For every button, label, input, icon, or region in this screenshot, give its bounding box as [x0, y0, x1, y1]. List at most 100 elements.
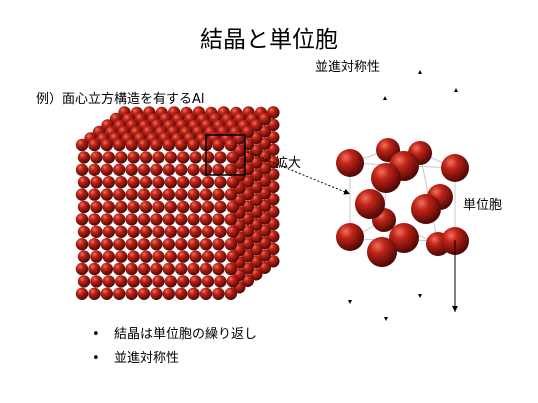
atom [137, 287, 151, 300]
atom [75, 213, 89, 226]
atom [212, 287, 225, 300]
atom [115, 250, 128, 263]
unit-cell-atom [336, 149, 364, 177]
atom [224, 138, 237, 152]
atom [175, 238, 188, 251]
atom [226, 275, 239, 288]
atom [75, 238, 89, 251]
atom [199, 262, 213, 276]
atom [164, 176, 177, 189]
atom [102, 151, 116, 164]
atom [201, 176, 215, 189]
atom [189, 275, 202, 288]
atom [212, 188, 225, 201]
atom [139, 176, 153, 189]
atom [199, 213, 213, 226]
atom [175, 138, 188, 152]
atom [90, 151, 103, 164]
atom [102, 225, 116, 238]
atom [226, 200, 239, 214]
unit-cell-atom [389, 223, 419, 253]
atom [189, 151, 202, 164]
atom [212, 238, 225, 251]
atom [187, 138, 200, 152]
atom [77, 250, 91, 263]
atom [152, 275, 165, 288]
atom [127, 225, 140, 238]
atom [90, 200, 103, 214]
atom [152, 250, 165, 263]
atom [187, 188, 200, 201]
atom [214, 225, 227, 238]
atom [187, 287, 200, 300]
atom [212, 213, 225, 226]
atom [164, 151, 177, 164]
atom [100, 287, 114, 300]
atom [162, 213, 175, 226]
atom [152, 176, 165, 189]
atom [113, 163, 126, 176]
atom [162, 138, 175, 152]
translation-mark [454, 88, 458, 92]
atom [75, 287, 89, 300]
atom [189, 250, 202, 263]
unit-cell-atom [355, 189, 385, 219]
atom [125, 262, 138, 276]
atom [224, 262, 237, 276]
translation-mark [383, 96, 387, 100]
atom [150, 163, 163, 176]
atom [100, 138, 114, 152]
atom [75, 138, 89, 152]
atom [88, 138, 101, 152]
atom [189, 176, 202, 189]
atom [177, 250, 190, 263]
unit-cell-atom [336, 223, 364, 251]
atom [177, 225, 190, 238]
translation-marks [348, 70, 458, 321]
translation-mark [418, 294, 422, 298]
atom [88, 163, 101, 176]
unit-cell-label: 単位胞 [463, 198, 503, 213]
atom [175, 213, 188, 226]
atom [162, 262, 175, 276]
atom [125, 238, 138, 251]
atom [88, 287, 101, 300]
atom [115, 176, 128, 189]
translation-mark [418, 70, 422, 74]
atom [226, 176, 239, 189]
atom [187, 213, 200, 226]
atom [139, 151, 153, 164]
atom [139, 250, 153, 263]
atom [75, 188, 89, 201]
atom [226, 151, 239, 164]
unit-cell-atom [411, 194, 441, 224]
atom [127, 176, 140, 189]
atom [212, 262, 225, 276]
atom [102, 200, 116, 214]
atom [201, 250, 215, 263]
atom [152, 225, 165, 238]
atom [127, 250, 140, 263]
atom [214, 200, 227, 214]
atom [127, 151, 140, 164]
atom [150, 287, 163, 300]
atom [102, 275, 116, 288]
atom [250, 119, 263, 132]
atom [164, 275, 177, 288]
atom [164, 225, 177, 238]
atom [113, 138, 126, 152]
zoom-box [205, 134, 246, 176]
atom [90, 275, 103, 288]
zoom-arrow [246, 151, 351, 195]
atom [100, 262, 114, 276]
atom [175, 188, 188, 201]
atom [175, 262, 188, 276]
atom [115, 275, 128, 288]
bullet-list: •結晶は単位胞の繰り返し •並進対称性 [92, 323, 257, 371]
atom [75, 163, 89, 176]
atom [137, 238, 151, 251]
symmetry-label: 並進対称性 [315, 60, 381, 75]
atom [187, 238, 200, 251]
atom [212, 163, 225, 176]
